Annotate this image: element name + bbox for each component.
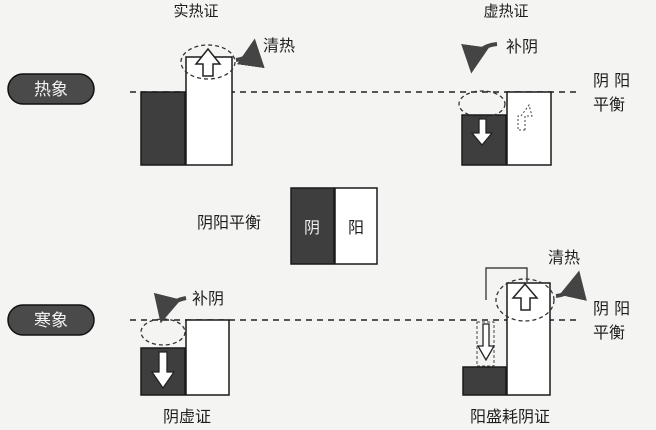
connector-line <box>485 267 528 300</box>
caption-yang-sheng-hao-yin: 阳盛耗阴证 <box>470 407 550 426</box>
yin-xu-panel: 补阴 阴虚证 <box>140 289 230 426</box>
yang-bar <box>506 91 552 166</box>
caption-yin-xu: 阴虚证 <box>163 407 211 426</box>
balance-center-label: 阴阳平衡 <box>197 213 261 232</box>
curved-arrow-icon <box>555 270 587 301</box>
balance-label-top-line1: 阴 阳 <box>593 71 630 90</box>
heat-badge: 热象 <box>7 73 95 105</box>
balance-label-bottom-line1: 阴 阳 <box>593 299 630 318</box>
action-clear-heat-bottom: 清热 <box>548 248 580 267</box>
balance-center: 阴阳平衡 阴 阳 <box>197 187 378 265</box>
balance-label-bottom-line2: 平衡 <box>593 323 625 342</box>
excess-ellipse <box>180 44 236 80</box>
deficit-ellipse <box>458 90 506 118</box>
curved-arrow-icon <box>235 38 265 69</box>
dotted-yin-box <box>476 321 495 367</box>
curved-arrow-icon <box>153 292 187 324</box>
title-shi-re-zheng: 实热证 <box>173 2 218 20</box>
dotted-up-arrow-icon <box>517 103 533 131</box>
up-arrow-icon <box>511 282 539 311</box>
action-nourish-yin-bottom: 补阴 <box>192 289 224 308</box>
curved-arrow-icon <box>461 42 498 74</box>
cold-badge-label: 寒象 <box>34 311 68 331</box>
yin-bar <box>140 91 186 166</box>
shi-re-panel: 清热 <box>140 36 295 166</box>
yin-bar-consumed <box>462 366 507 396</box>
xu-re-panel: 补阴 阴 阳 平衡 <box>458 37 630 166</box>
yang-sheng-panel: 清热 阴 阳 平衡 阳盛耗阴证 <box>462 248 630 426</box>
yang-bar <box>185 319 230 396</box>
balance-label-top-line2: 平衡 <box>593 95 625 114</box>
yang-block <box>334 187 378 265</box>
action-clear-heat-top: 清热 <box>263 36 295 55</box>
down-arrow-icon <box>470 118 494 147</box>
deficit-ellipse <box>140 318 186 346</box>
cold-badge: 寒象 <box>7 304 95 336</box>
yang-block-label: 阳 <box>348 218 364 237</box>
heat-badge-label: 热象 <box>34 80 68 100</box>
down-arrow-icon <box>150 351 176 390</box>
up-arrow-icon <box>194 47 222 77</box>
yin-block <box>290 187 335 265</box>
yin-block-label: 阴 <box>304 218 320 237</box>
action-nourish-yin-top: 补阴 <box>506 37 538 56</box>
title-xu-re-zheng: 虚热证 <box>483 2 528 20</box>
excess-ellipse <box>495 278 555 322</box>
down-arrow-icon <box>476 323 496 362</box>
